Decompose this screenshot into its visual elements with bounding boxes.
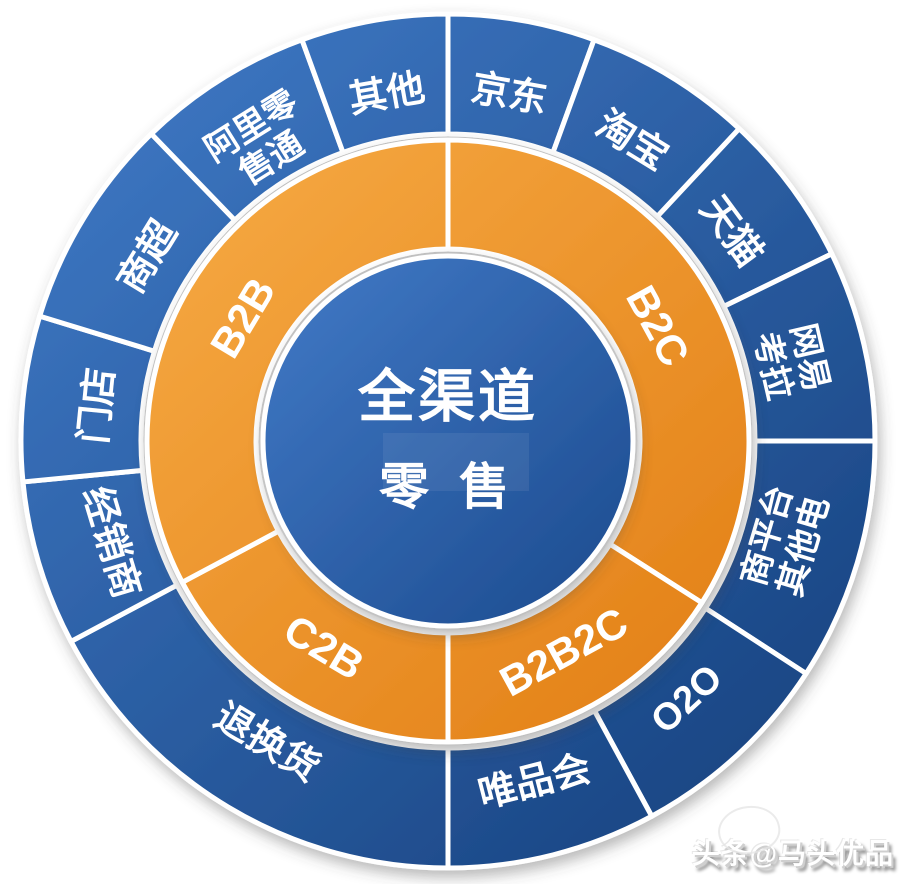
watermark: 头条@马头优品 <box>691 800 894 872</box>
outer-label-10-line: 门店 <box>73 366 122 446</box>
center-title-line2: 零 售 <box>379 459 517 515</box>
middle-segment-3 <box>179 528 451 745</box>
watermark-text: 头条@马头优品 <box>691 838 894 869</box>
outer-segment-13 <box>299 11 451 156</box>
center-title-line1: 全渠道 <box>357 365 538 429</box>
center-watermark-patch <box>383 433 529 491</box>
outer-label-10: 门店 <box>73 366 122 446</box>
middle-segment-4 <box>144 137 451 585</box>
middle-segment-1 <box>445 137 752 606</box>
